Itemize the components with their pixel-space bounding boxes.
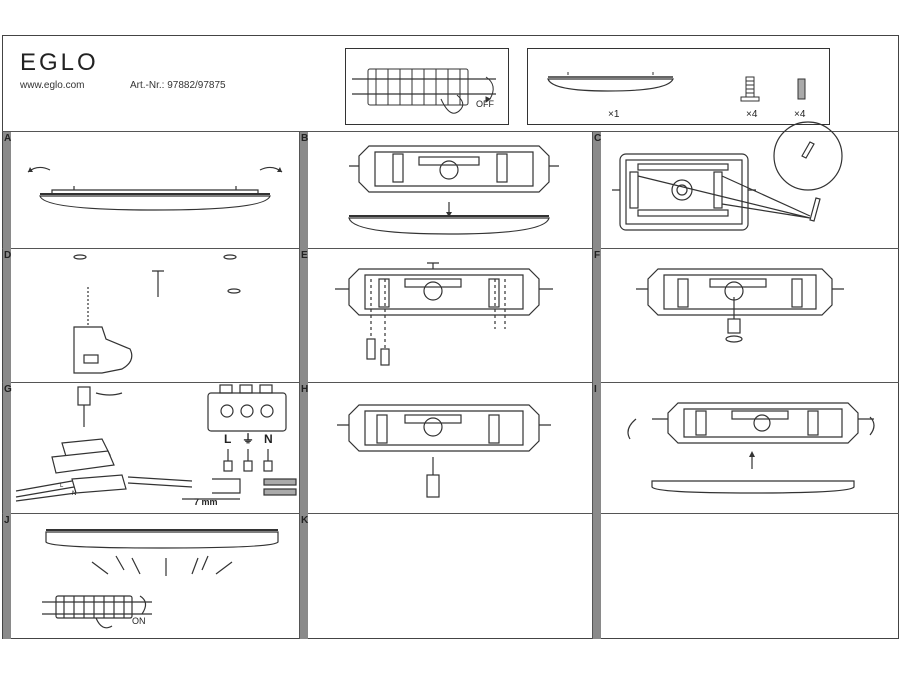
panel-b-illustration [348,145,559,235]
instruction-frame [2,35,899,639]
panel-label-a: A [4,133,12,144]
panel-j-illustration: ON [42,529,279,629]
wire-label-l: L [60,483,64,489]
parts-box: ×1 ×4 ×4 [527,48,830,125]
article-number: Art.-Nr.: 97882/97875 [130,80,226,91]
brand-logo: EGLO [20,49,99,76]
grid-line [592,131,593,639]
panel-label-i: I [594,384,597,395]
panel-label-e: E [301,250,308,261]
panel-h-illustration [337,404,551,498]
panel-g-illustration: L ⏚ N 7 mm L N [15,384,297,507]
terminal-label-n: N [264,432,273,446]
wire-label-n: N [72,491,76,497]
panel-strip [3,132,11,639]
panel-label-f: F [594,250,601,261]
panel-strip [593,132,601,639]
website-url[interactable]: www.eglo.com [20,80,85,91]
panel-label-b: B [301,133,309,144]
grid-line [299,131,300,639]
panel-label-g: G [4,384,12,395]
terminal-label-earth: ⏚ [242,432,254,446]
on-label: ON [132,616,146,626]
grid-line [2,248,899,249]
switch-off-illustration: OFF [352,68,496,114]
panel-c-illustration [612,121,843,231]
panel-i-illustration [627,402,875,494]
parts-illustration [547,72,806,102]
panel-a-illustration [27,166,283,211]
switch-off-box: OFF [345,48,509,125]
panel-d-illustration [73,254,241,374]
off-label: OFF [476,99,494,109]
qty-dowel: ×4 [794,109,806,120]
panel-label-k: K [301,515,309,526]
qty-screw: ×4 [746,109,758,120]
terminal-label-l: L [224,432,231,446]
grid-line [2,513,899,514]
panel-label-h: H [301,384,309,395]
panel-label-d: D [4,250,12,261]
strip-length: 7 mm [194,497,218,507]
panel-f-illustration [636,268,844,343]
grid-line [2,131,899,132]
panel-strip [300,132,308,639]
panel-e-illustration [335,262,553,366]
qty-fixture: ×1 [608,109,620,120]
panel-label-c: C [594,133,602,144]
panel-label-j: J [4,515,10,526]
grid-line [2,382,899,383]
